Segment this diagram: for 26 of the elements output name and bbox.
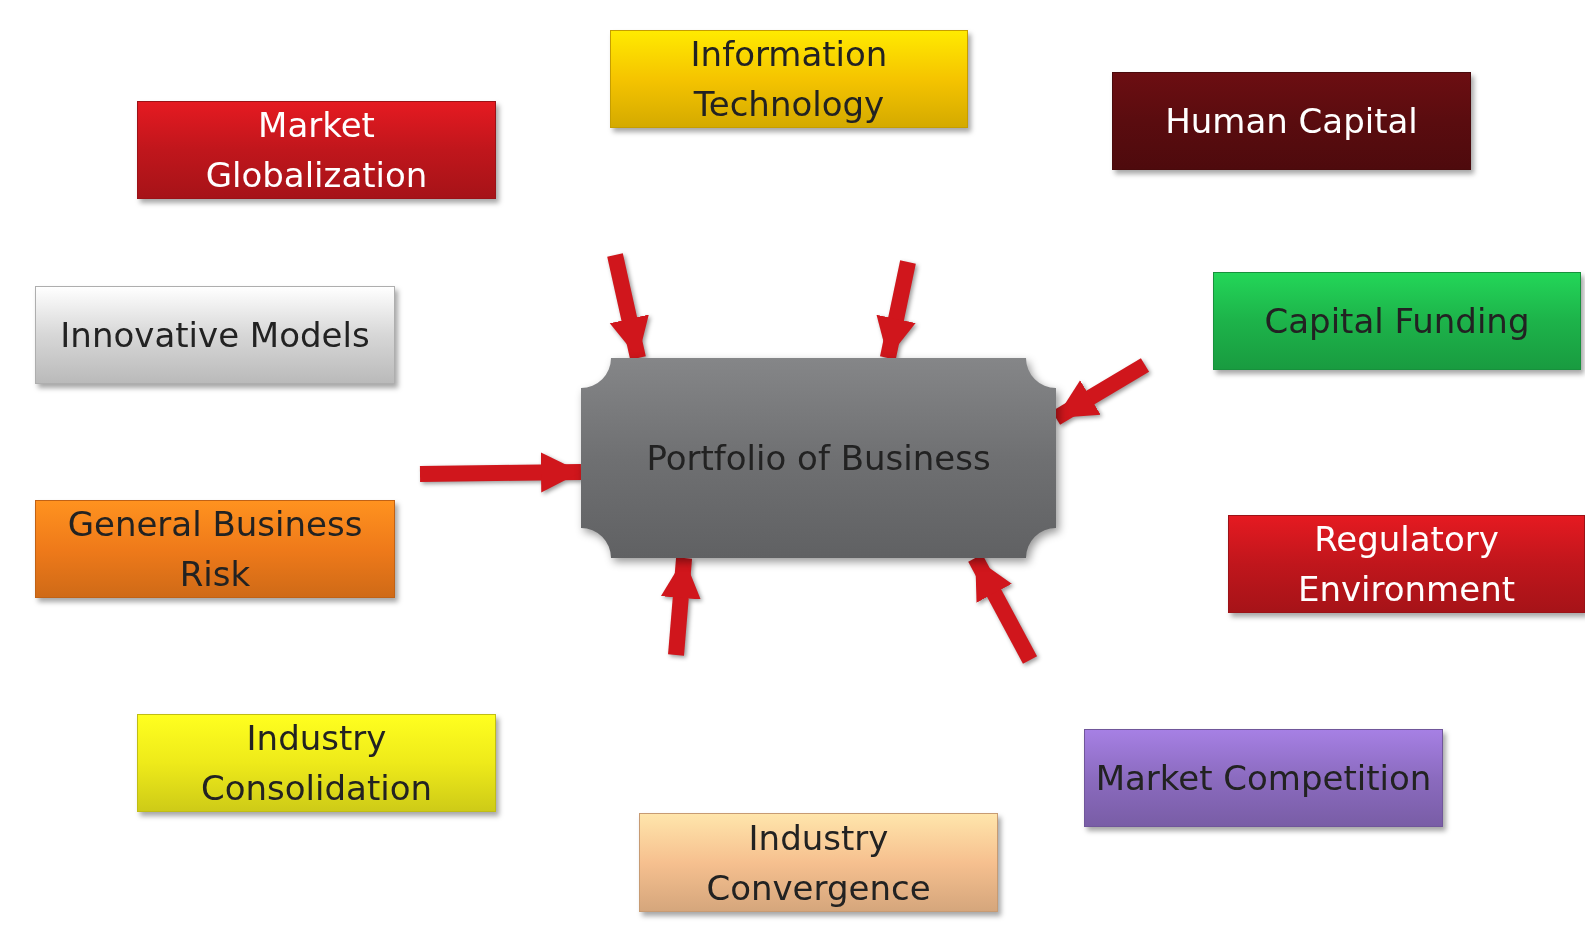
category-box [1213, 272, 1581, 370]
category-box [1084, 729, 1443, 827]
category-box [1112, 72, 1471, 170]
box-label: General Business Risk [66, 503, 364, 596]
category-box [35, 286, 395, 384]
box-label: Human Capital [1164, 100, 1419, 143]
block-arrow [660, 557, 701, 656]
box-label: Information Technology [689, 33, 889, 126]
box-label: Market Competition [1094, 757, 1433, 800]
box-label: Capital Funding [1263, 300, 1531, 343]
block-arrow [607, 253, 649, 360]
block-arrow [876, 260, 916, 360]
box-label: Industry Consolidation [199, 717, 433, 810]
box-label: Portfolio of Business [645, 437, 992, 480]
block-arrow [419, 452, 582, 493]
category-box [610, 30, 968, 128]
box-label: Industry Convergence [705, 816, 932, 910]
notched-center-box [581, 358, 1056, 558]
category-box [137, 714, 496, 812]
category-box [35, 500, 395, 598]
box-label: Market Globalization [204, 104, 429, 197]
box-label: Innovative Models [59, 314, 371, 357]
category-box [137, 101, 496, 199]
box-label: Regulatory Environment [1296, 518, 1517, 611]
category-box [1228, 515, 1585, 613]
category-box [639, 813, 998, 912]
